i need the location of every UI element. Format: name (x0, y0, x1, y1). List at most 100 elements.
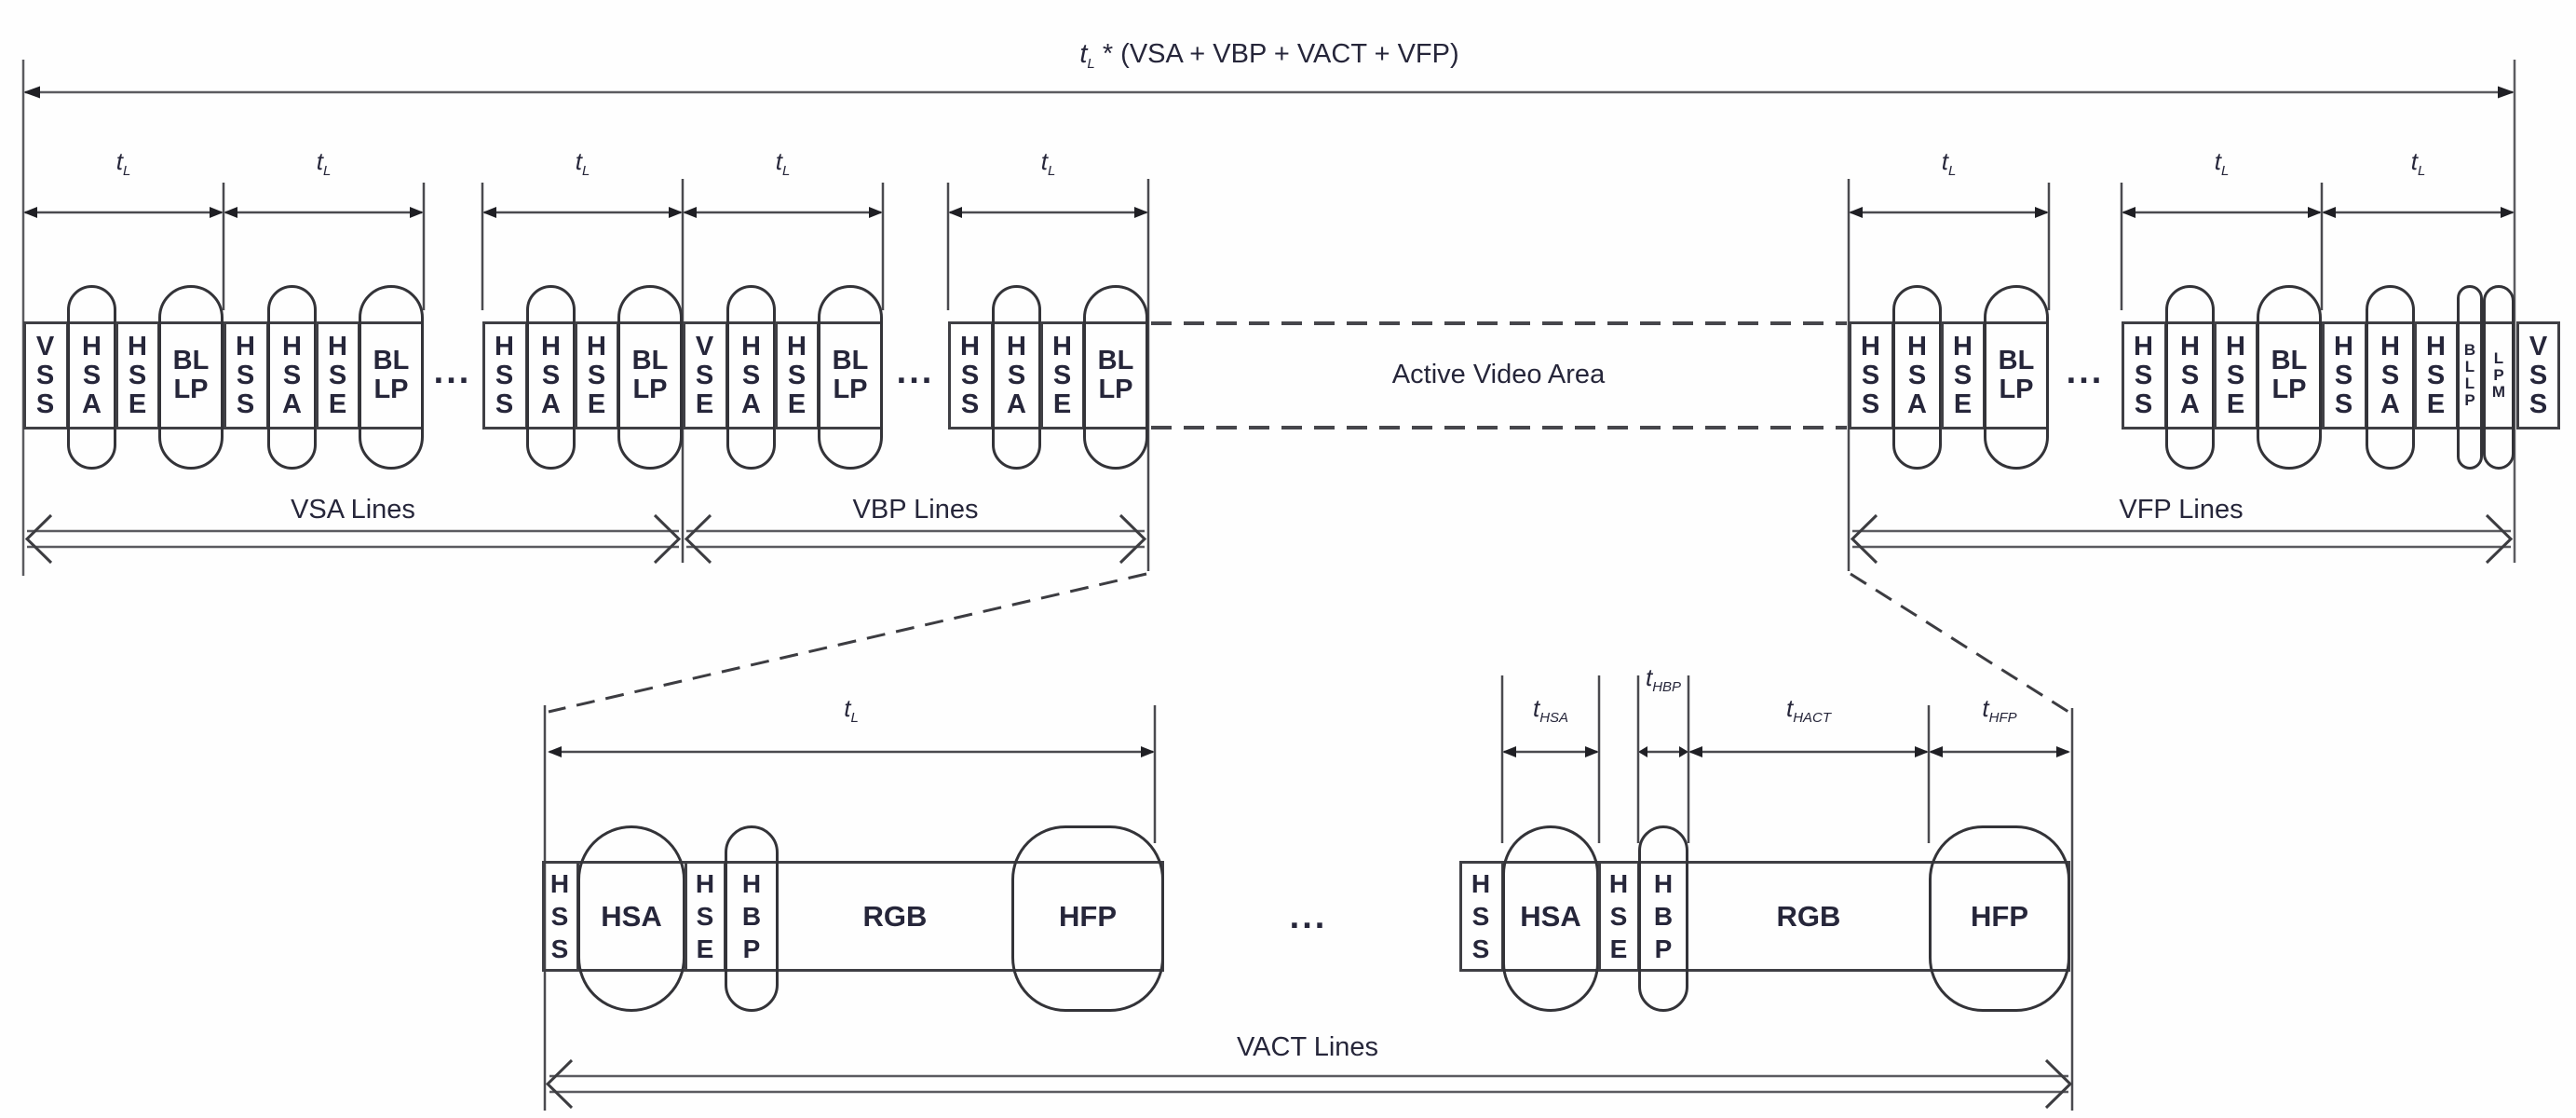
tl-label: tL (1040, 147, 1056, 179)
packet-divider (1597, 861, 1601, 972)
ellipsis: ... (1289, 897, 1328, 937)
packet-capsule-bllp (2457, 285, 2483, 470)
packet-band (2322, 321, 2515, 429)
ellipsis: ... (896, 352, 935, 392)
packet-label-rgb: RGB (1776, 900, 1841, 933)
tl-label: tL (316, 147, 332, 179)
packet-capsule-bllp (1984, 285, 2049, 470)
packet-band (2122, 321, 2322, 429)
packet-capsule-lpm (2483, 285, 2515, 470)
packet-capsule-bllp (359, 285, 424, 470)
ellipsis: ... (433, 352, 472, 392)
packet-divider (224, 321, 226, 429)
packet-label-hsa: HSA (601, 900, 662, 933)
vfp-lines-label: VFP Lines (2119, 495, 2244, 525)
hsa-label: tHSA (1532, 694, 1569, 726)
packet-divider (774, 321, 778, 429)
total-frame-label-rest: * (VSA + VBP + VACT + VFP) (1094, 39, 1459, 69)
packet-capsule-hfp (1011, 825, 1164, 1012)
packet-capsule-bllp (617, 285, 683, 470)
packet-capsule-bllp (818, 285, 883, 470)
vact-lines-label: VACT Lines (1236, 1032, 1379, 1062)
packet-capsule-bllp (2257, 285, 2322, 470)
expansion-dashed-lines (548, 572, 2069, 714)
total-frame-label-base: t (1079, 39, 1088, 69)
packet-label-hfp: HFP (1971, 900, 2028, 933)
packet-divider (2213, 321, 2217, 429)
packet-divider (23, 321, 26, 429)
hact-label: tHACT (1785, 694, 1832, 726)
packet-capsule-hbp (725, 825, 779, 1012)
tl-label: tL (775, 147, 791, 179)
vbp-lines-label: VBP Lines (852, 495, 979, 525)
packet-divider (948, 321, 951, 429)
tl-label: tL (2214, 147, 2230, 179)
packet-capsule-hfp (1929, 825, 2070, 1012)
section-boundary-lines (21, 60, 2516, 1111)
total-frame-label: tL * (VSA + VBP + VACT + VFP) (1079, 39, 1458, 72)
packet-label-hfp: HFP (1059, 900, 1117, 933)
tl-label: tL (575, 147, 590, 179)
ellipsis: ... (2066, 352, 2105, 392)
tl-label: tL (2410, 147, 2426, 179)
packet-divider (482, 321, 485, 429)
tl-label: tL (844, 694, 859, 726)
tl-label: tL (115, 147, 131, 179)
total-frame-label-sub: L (1087, 56, 1095, 72)
packet-capsule-bllp (158, 285, 224, 470)
tl-label: tL (1941, 147, 1957, 179)
packet-band (482, 321, 683, 429)
packet-divider (684, 861, 687, 972)
packet-capsule-bllp (1083, 285, 1148, 470)
packet-band (683, 321, 883, 429)
packet-band (23, 321, 224, 429)
vact-span-arrow (545, 1058, 2073, 1110)
packet-band (948, 321, 1148, 429)
packet-divider (1849, 321, 1851, 429)
packet-divider (2413, 321, 2417, 429)
hbp-label: tHBP (1645, 663, 1682, 695)
packet-divider (1039, 321, 1043, 429)
packet-capsule-hbp (1638, 825, 1688, 1012)
